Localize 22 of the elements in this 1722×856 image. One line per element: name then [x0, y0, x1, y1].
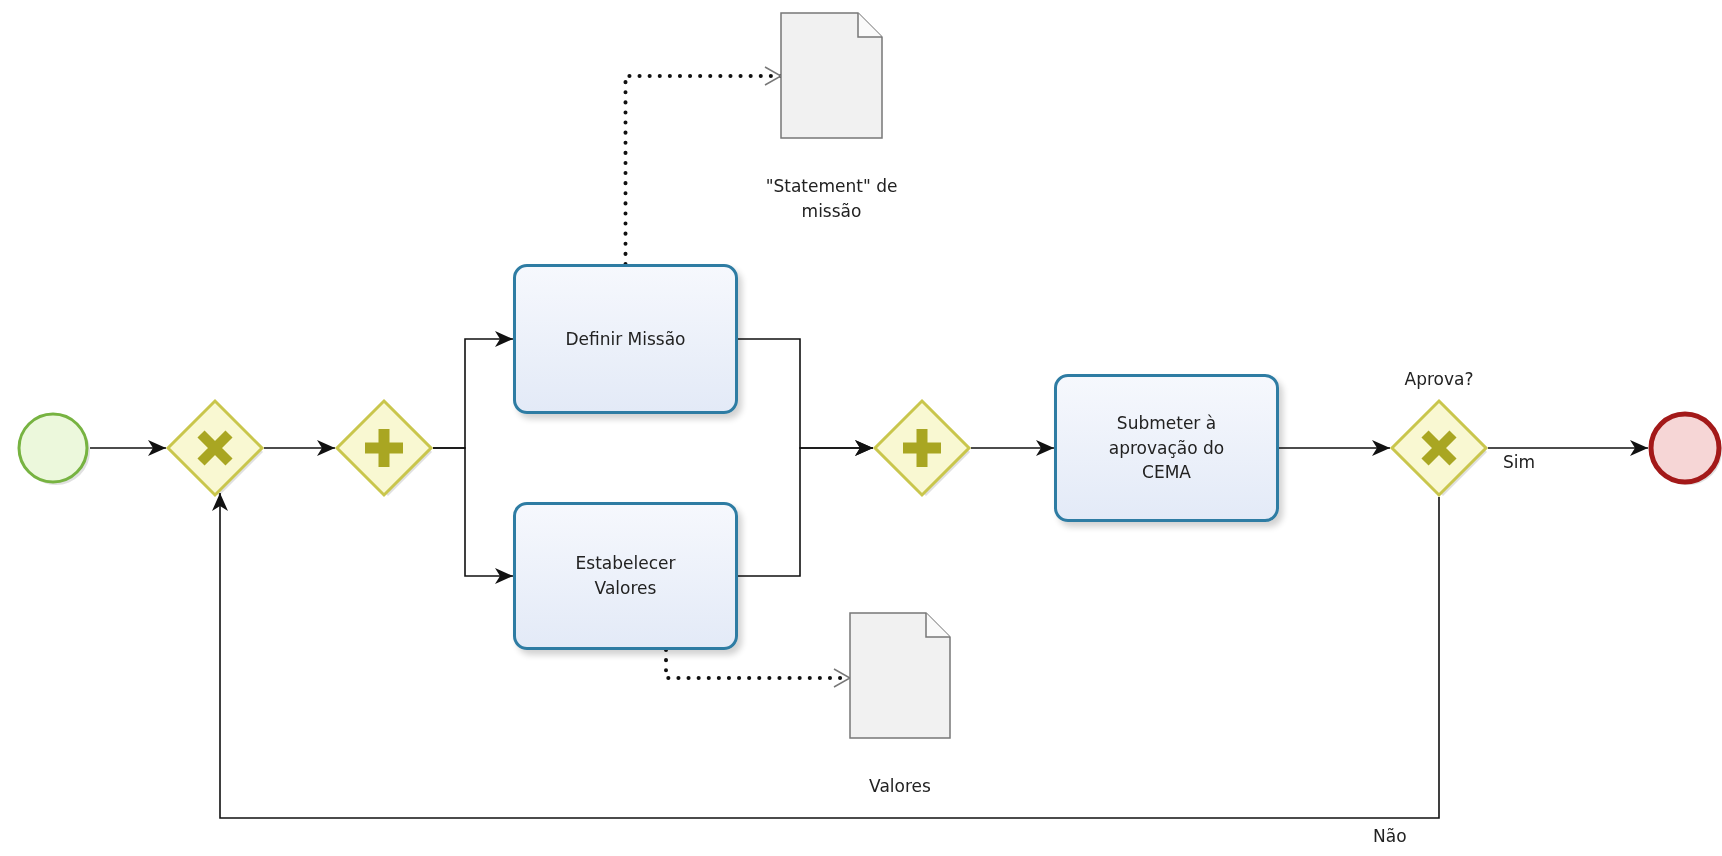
task-label: Definir Missão [565, 327, 686, 351]
sequence-flow-arrow [212, 492, 1440, 819]
sequence-flow-arrow [89, 440, 167, 456]
task-box [1054, 374, 1279, 522]
task-label: Submeter à aprovação do CEMA [1107, 412, 1226, 485]
gateway-label: Aprova? [1403, 368, 1475, 391]
sequence-flow-arrow [432, 447, 514, 584]
sequence-flow-arrow [970, 440, 1055, 456]
parallel-gateway-diamond [873, 399, 971, 497]
sequence-flow-arrow [263, 440, 336, 456]
sequence-flow-arrow [1487, 440, 1649, 456]
task-box [513, 264, 738, 414]
task-label: Estabelecer Valores [574, 552, 677, 600]
task-box [513, 502, 738, 650]
parallel-gateway-diamond [335, 399, 433, 497]
sequence-flow-arrow [737, 440, 874, 577]
document-label: Valores [868, 775, 932, 798]
sequence-flow-arrow [1278, 440, 1391, 456]
start-event-circle [16, 411, 90, 485]
exclusive-gateway-diamond [166, 399, 264, 497]
document-label: "Statement" de missão [764, 175, 899, 223]
end-event-circle [1648, 411, 1722, 485]
